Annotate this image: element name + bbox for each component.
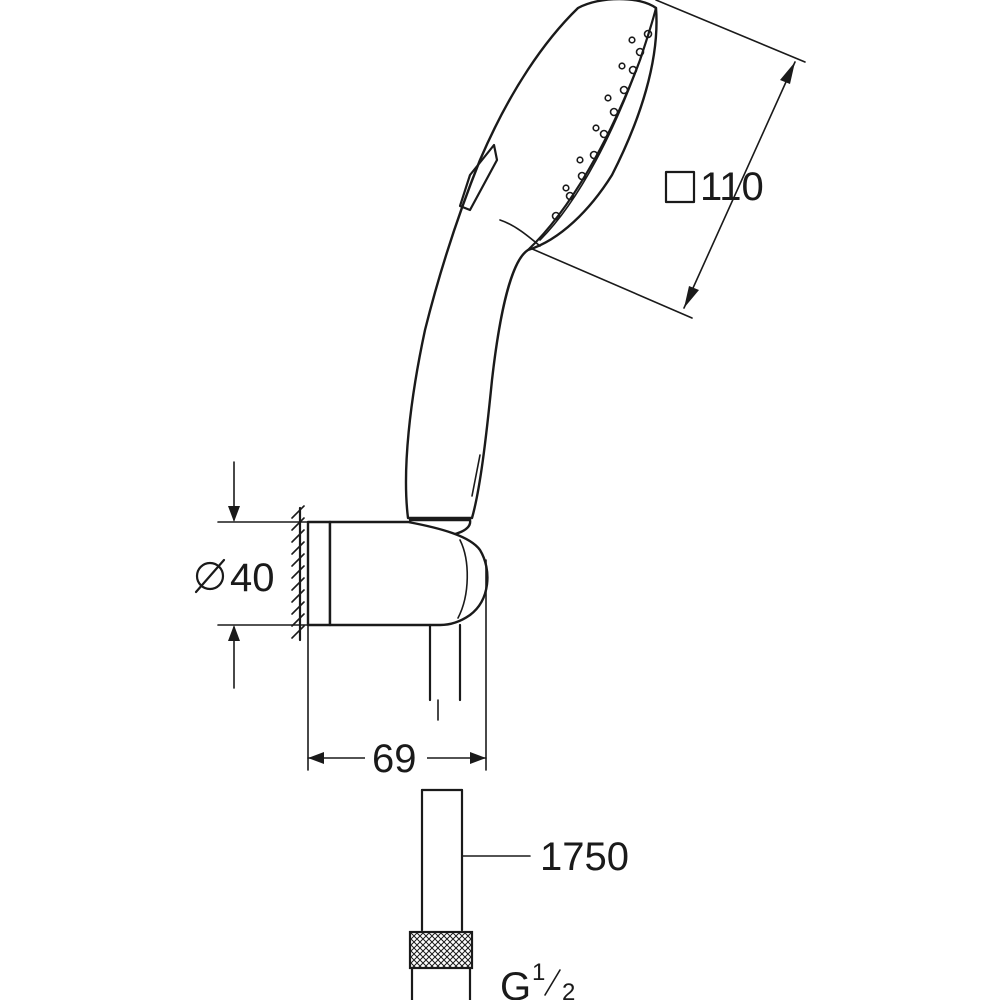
hose-length-dimension: 1750 [540,835,629,879]
spray-face-inner [539,54,643,241]
hand-shower-body [404,0,658,520]
spray-nozzles [551,29,653,221]
spray-selector-button [458,143,499,212]
wall-hatch [291,505,305,639]
diameter-symbol [194,558,226,594]
holder-body [328,520,489,627]
handle-seam [499,219,541,247]
hose-nut [408,930,474,970]
handle-groove [471,454,481,497]
thread-denominator: 2 [562,979,575,1000]
wall-flange [306,520,332,627]
shower-hose: 1750 [408,788,629,1000]
wall-holder [291,505,489,721]
spray-face-dimension: 110 [700,165,764,209]
thread-numerator: 1 [532,959,545,986]
dimension-holder-depth: 69 [307,559,487,781]
hose-stub [428,623,462,702]
holder-curve [457,539,469,619]
thread-letter: G [500,965,531,1000]
dimension-spray-face: 110 [529,0,806,319]
dimension-holder-diameter: 40 [194,461,309,689]
holder-depth-dimension: 69 [372,737,417,781]
holder-diameter-dimension: 40 [230,556,275,600]
thread-spec: G 1 2 [500,959,575,1000]
square-symbol [664,170,696,204]
hand-shower [404,0,658,538]
